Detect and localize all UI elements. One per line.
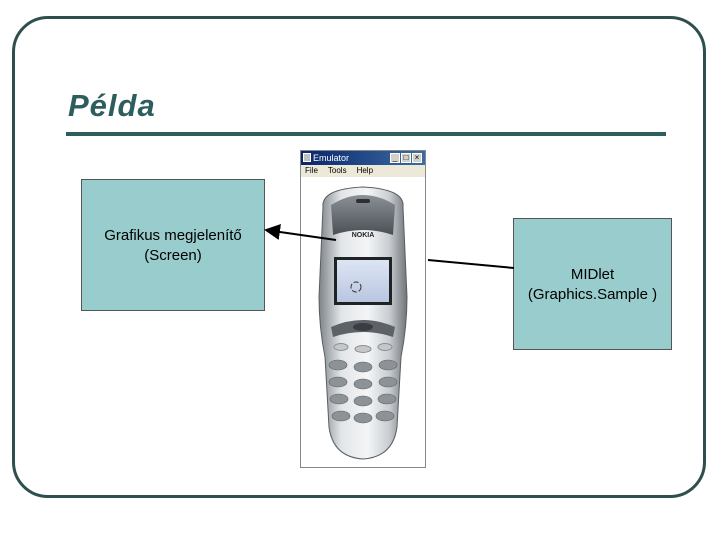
callout-midlet-line2: (Graphics.Sample ) [527,286,658,303]
maximize-icon[interactable]: □ [401,153,411,163]
menu-file[interactable]: File [305,166,318,175]
emulator-window[interactable]: Emulator _ □ × File Tools Help [300,150,426,468]
emulator-body: NOKIA [301,177,425,467]
title-underline [66,132,666,136]
app-icon [303,153,311,162]
slide-frame [12,16,706,498]
phone-brand: NOKIA [352,232,375,239]
callout-midlet-line1: MIDlet [570,266,615,283]
nav-key [353,323,373,331]
end-key [377,343,393,351]
earpiece [356,199,370,203]
emulator-title: Emulator [313,153,350,163]
screen-loading-icon [350,281,362,293]
close-icon[interactable]: × [412,153,422,163]
minimize-icon[interactable]: _ [390,153,400,163]
phone-top [331,195,395,235]
phone-illustration: NOKIA [318,186,408,460]
clear-key [354,345,372,353]
callout-midlet: MIDlet (Graphics.Sample ) [513,218,672,350]
slide-title: Példa [68,88,156,123]
menu-help[interactable]: Help [356,166,374,175]
call-key [333,343,349,351]
keypad [328,359,398,424]
emulator-menubar: File Tools Help [301,165,425,177]
callout-screen-line2: (Screen) [144,247,202,264]
menu-tools[interactable]: Tools [327,166,347,175]
phone-screen [337,260,389,302]
callout-screen-line1: Grafikus megjelenítő [104,227,242,244]
emulator-titlebar[interactable]: Emulator _ □ × [301,151,425,165]
callout-screen: Grafikus megjelenítő (Screen) [81,179,265,311]
